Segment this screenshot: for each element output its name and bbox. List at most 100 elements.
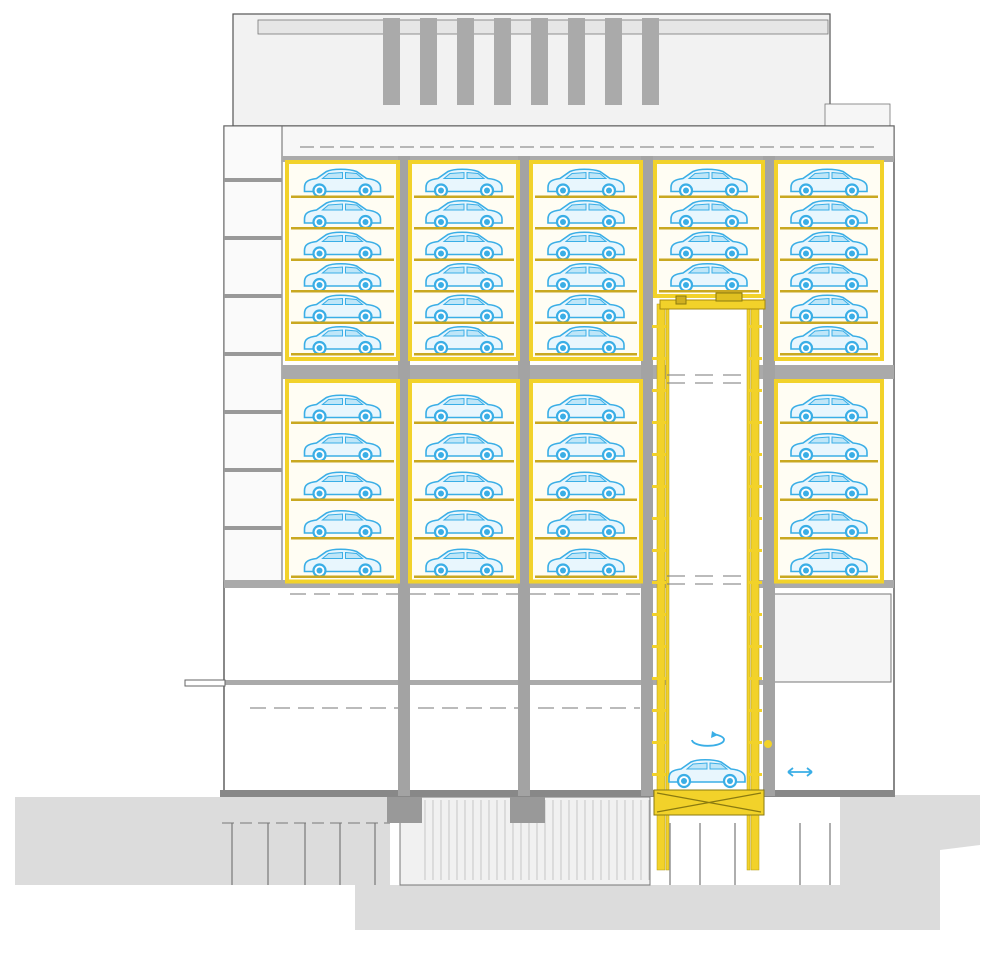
car-icon	[790, 509, 868, 540]
rail-bracket	[652, 357, 666, 360]
car-icon	[425, 231, 503, 261]
car-hub	[729, 187, 735, 194]
roof-vent	[605, 18, 622, 105]
car-hub	[316, 345, 323, 351]
rail-bracket	[748, 517, 762, 520]
shelf	[291, 258, 394, 261]
column	[641, 156, 653, 796]
car-hub	[560, 313, 566, 320]
shelf	[535, 498, 637, 501]
shaft-rail	[665, 303, 670, 871]
rail-bracket	[748, 421, 762, 424]
car-hub	[681, 778, 687, 784]
car-icon	[790, 325, 868, 356]
hoist-trolley	[675, 295, 687, 305]
rotate-arrow-head	[711, 731, 718, 738]
car-hub	[438, 187, 444, 194]
car-windows	[442, 329, 486, 337]
car-hub	[803, 413, 809, 420]
car-hub	[849, 490, 855, 497]
car-icon	[790, 199, 868, 230]
rail-bracket	[652, 709, 666, 712]
car-hub	[438, 413, 444, 420]
car-windows	[687, 266, 731, 274]
car-hub	[316, 413, 323, 420]
car-windows	[687, 171, 731, 179]
car-hub	[484, 345, 490, 351]
car-hub	[362, 413, 369, 420]
car-windows	[807, 266, 851, 274]
car-windows	[442, 203, 486, 211]
car-windows	[564, 513, 608, 521]
hoist-motor	[715, 292, 743, 302]
car-hub	[438, 313, 444, 320]
crane-beam	[659, 299, 766, 310]
car-icon	[303, 325, 382, 356]
car-hub	[606, 219, 612, 225]
car-windows	[807, 551, 851, 559]
shelf	[291, 195, 394, 198]
footing-left	[387, 795, 422, 823]
car-hub	[849, 219, 855, 225]
roof-vent	[457, 18, 474, 105]
car-icon	[670, 168, 748, 198]
car-hub	[849, 529, 855, 535]
shelf	[780, 498, 878, 501]
car-icon	[790, 548, 868, 578]
shaft-rail	[656, 303, 666, 871]
shaft-interior	[667, 310, 751, 790]
shelf	[291, 321, 394, 324]
car-windows	[564, 203, 608, 211]
car-windows	[321, 551, 364, 559]
car-hub	[560, 452, 566, 458]
rail-bracket	[748, 357, 762, 360]
car-windows	[321, 329, 364, 337]
car-icon	[790, 432, 868, 463]
stair-floor	[224, 526, 282, 530]
shelf	[780, 537, 878, 540]
car-icon	[547, 199, 625, 230]
car-windows	[687, 234, 731, 242]
car-hub	[362, 452, 369, 458]
car-windows	[442, 513, 486, 521]
car-icon	[547, 394, 625, 424]
stair-floor	[224, 236, 282, 240]
car-hub	[803, 452, 809, 458]
car-icon	[790, 471, 868, 501]
rail-bracket	[652, 677, 666, 680]
shelf	[535, 321, 637, 324]
parking-bay	[774, 160, 884, 361]
shelf	[535, 227, 637, 230]
car-hub	[560, 250, 566, 257]
car-windows	[321, 203, 364, 211]
car-windows	[687, 203, 731, 211]
shelf	[780, 321, 878, 324]
rail-bracket	[748, 485, 762, 488]
car-icon	[670, 262, 748, 293]
lift-shaft	[652, 292, 813, 871]
car-hub	[484, 490, 490, 497]
car-hub	[606, 250, 612, 257]
car-windows	[564, 297, 608, 305]
roof-vent	[568, 18, 585, 105]
shelf	[780, 353, 878, 356]
rail-bracket	[652, 389, 666, 392]
car-hub	[316, 250, 323, 257]
car-icon	[425, 394, 503, 424]
platform-cross-bracing	[656, 792, 762, 813]
car-icon	[547, 262, 625, 293]
car-hub	[803, 219, 809, 225]
car-hub	[560, 490, 566, 497]
car-hub	[438, 250, 444, 257]
shelf	[659, 227, 759, 230]
shaft-rail	[750, 303, 760, 871]
rail-bracket	[652, 325, 666, 328]
ground	[15, 795, 980, 930]
roof-vents	[383, 18, 659, 105]
shelf	[414, 195, 514, 198]
roof-vent	[494, 18, 511, 105]
car-icon	[303, 199, 382, 230]
car-hub	[560, 282, 566, 288]
car-hub	[438, 529, 444, 535]
car-hub	[803, 187, 809, 194]
